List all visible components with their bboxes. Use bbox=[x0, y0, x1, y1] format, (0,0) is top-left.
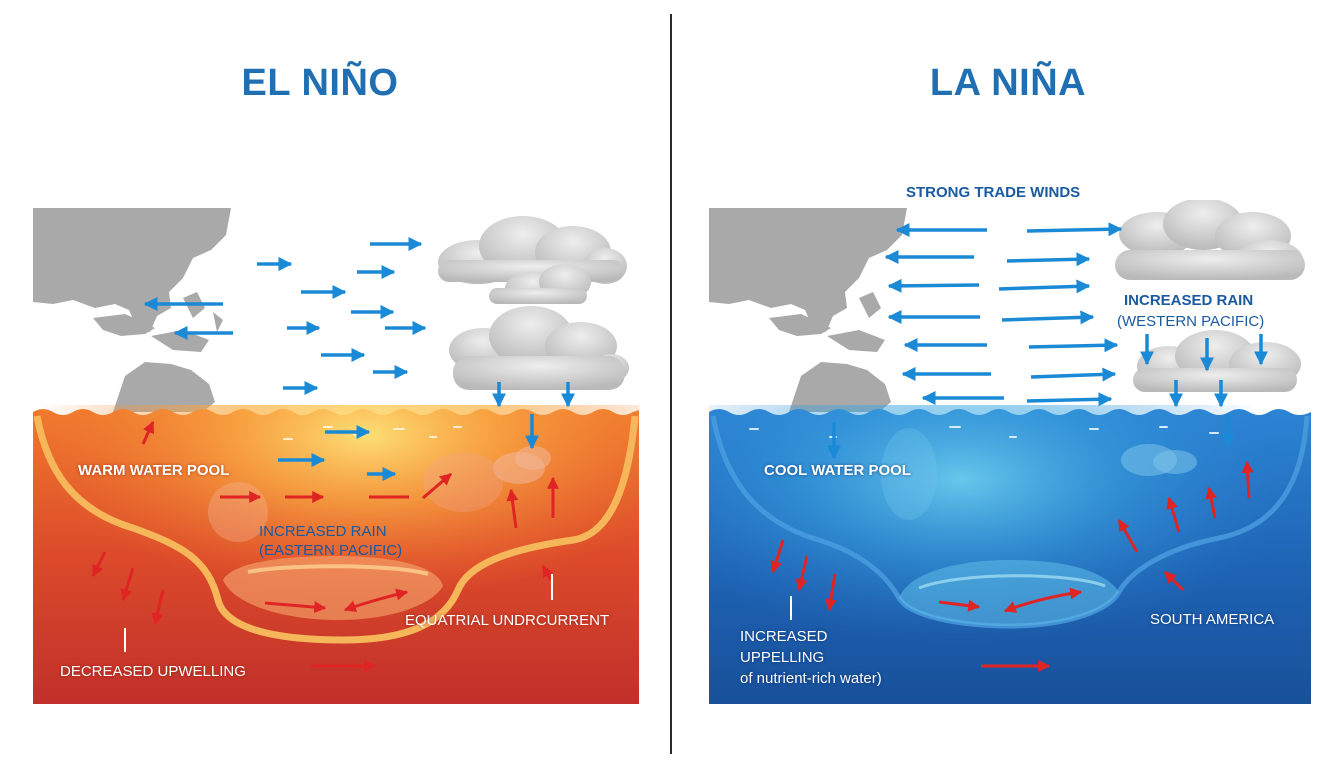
equatorial-undercurrent-label: EQUATRIAL UNDRCURRENT bbox=[405, 612, 610, 629]
la-nina-diagram bbox=[709, 200, 1311, 704]
la-nina-title: LA NIÑA bbox=[929, 62, 1087, 104]
strong-trade-winds-label: STRONG TRADE WINDS bbox=[906, 184, 1081, 201]
current-arrows bbox=[770, 460, 1254, 672]
undercurrent-arrow bbox=[1003, 587, 1083, 613]
current-arrow bbox=[1166, 496, 1181, 533]
cloud-icon bbox=[438, 216, 627, 284]
upwelling-label: UPPELLING bbox=[740, 649, 825, 666]
wind-arrow bbox=[887, 278, 980, 293]
current-arrow bbox=[1117, 518, 1139, 553]
el-nino-diagram bbox=[33, 208, 639, 704]
asia-land-map bbox=[33, 208, 231, 352]
el-nino-title: EL NIÑO bbox=[241, 62, 399, 104]
western-pacific-label: (WESTERN PACIFIC) bbox=[1117, 313, 1265, 330]
wind-arrow bbox=[1026, 222, 1123, 237]
increased-rain-label: INCREASED RAIN bbox=[1124, 292, 1254, 309]
current-arrow bbox=[422, 472, 452, 500]
rain-cloud-icon bbox=[1133, 330, 1301, 392]
current-arrow bbox=[770, 539, 785, 574]
south-america-label: SOUTH AMERICA bbox=[1150, 611, 1275, 628]
wind-arrows bbox=[827, 222, 1268, 460]
current-arrow bbox=[151, 589, 165, 626]
increased-rain-label: INCREASED RAIN bbox=[259, 523, 387, 540]
cloud-icon bbox=[1115, 200, 1305, 280]
wind-arrow bbox=[1006, 252, 1091, 267]
current-arrow bbox=[264, 601, 327, 614]
australia-land-map bbox=[789, 362, 891, 412]
warm-ocean-body bbox=[33, 405, 639, 704]
current-arrow bbox=[141, 420, 155, 445]
current-arrow bbox=[1241, 460, 1254, 499]
wind-arrow bbox=[1026, 392, 1113, 407]
asia-land-map bbox=[709, 208, 907, 352]
current-arrow bbox=[824, 573, 837, 612]
current-arrow bbox=[1163, 570, 1185, 592]
wind-arrow bbox=[998, 279, 1091, 294]
current-arrow bbox=[506, 488, 519, 529]
cool-ocean-body bbox=[709, 405, 1311, 704]
cool-water-pool-label: COOL WATER POOL bbox=[764, 462, 911, 479]
nutrient-rich-water-label: of nutrient-rich water) bbox=[740, 670, 882, 687]
current-arrow bbox=[120, 567, 135, 602]
eastern-pacific-label: (EASTERN PACIFIC) bbox=[259, 542, 403, 559]
warm-water-pool-label: WARM WATER POOL bbox=[78, 462, 230, 479]
wind-arrows bbox=[143, 237, 575, 481]
current-arrow bbox=[1205, 486, 1218, 519]
panel-divider bbox=[670, 14, 672, 754]
undercurrent-arrow bbox=[343, 588, 409, 613]
current-arrow bbox=[91, 551, 107, 578]
wind-arrow bbox=[1001, 310, 1095, 325]
wind-arrow bbox=[1028, 338, 1119, 353]
australia-land-map bbox=[113, 362, 215, 412]
decreased-upwelling-label: DECREASED UPWELLING bbox=[60, 663, 246, 680]
cloud-icon bbox=[489, 264, 591, 304]
wind-arrow bbox=[1030, 367, 1117, 382]
rain-cloud-icon bbox=[449, 306, 629, 390]
current-arrow bbox=[938, 599, 981, 612]
current-arrow bbox=[795, 555, 809, 592]
current-arrows bbox=[91, 420, 559, 672]
current-arrow bbox=[541, 564, 554, 581]
increased-upwelling-label: INCREASED bbox=[740, 628, 828, 645]
